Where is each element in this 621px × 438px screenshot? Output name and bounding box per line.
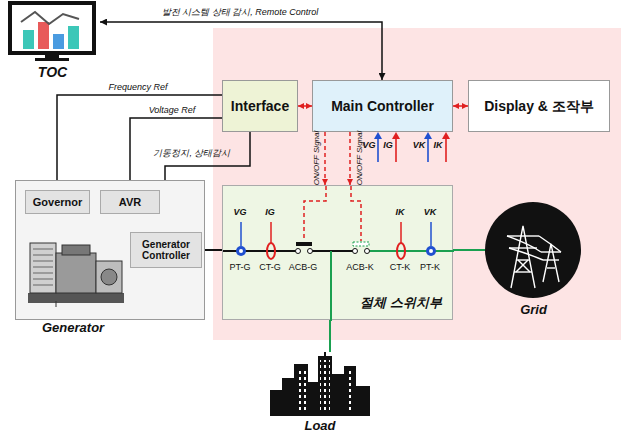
signal-name: VK — [413, 140, 426, 151]
controller-region — [213, 28, 621, 340]
node-label: Interface — [231, 98, 289, 114]
connector — [100, 22, 382, 80]
signal-name: IK — [434, 140, 443, 151]
node-label: Generator Controller — [131, 239, 201, 262]
generator-group: GovernorAVRGenerator ControllerGenerator — [15, 180, 205, 320]
process-box: Main Controller — [312, 80, 453, 132]
node-label: Main Controller — [331, 98, 434, 114]
signal-name: VG — [362, 140, 375, 151]
edge-label: ON/OFF Signal — [354, 131, 365, 186]
edge-label: 발전 시스템 상태 감시, Remote Control — [160, 7, 321, 18]
process-box: Display & 조작부 — [468, 80, 610, 132]
edge-label: 기동정지, 상태감시 — [153, 148, 230, 159]
node-label: AVR — [119, 196, 141, 209]
process-box: Generator Controller — [130, 232, 202, 268]
toc-monitor: TOC — [5, 0, 100, 80]
node-label: 절체 스위치부 — [360, 296, 442, 311]
connector — [329, 320, 331, 352]
process-box: Interface — [222, 80, 298, 132]
node-label: TOC — [5, 64, 100, 80]
process-box: Governor — [25, 190, 90, 214]
edge-label: ON/OFF Signal — [311, 131, 322, 186]
edge-label: Frequency Ref — [106, 82, 169, 93]
measurement-arrows — [374, 132, 450, 162]
node-label: Grid — [485, 303, 582, 318]
switch-group: 절체 스위치부 — [222, 185, 453, 320]
connector — [453, 105, 468, 107]
node-label: Display & 조작부 — [484, 98, 594, 114]
connector — [324, 132, 326, 185]
connector — [349, 132, 351, 185]
load-icon: Load — [268, 352, 372, 434]
connector — [57, 95, 222, 190]
grid-illustration — [485, 200, 582, 318]
node-label: Governor — [33, 196, 83, 209]
connector — [298, 105, 312, 107]
process-box: AVR — [100, 190, 160, 214]
grid-icon: Grid — [485, 200, 582, 318]
connector — [453, 249, 485, 251]
connector — [202, 249, 222, 251]
node-label: Generator — [42, 321, 104, 336]
city-illustration — [268, 352, 372, 416]
signal-name: IG — [383, 140, 393, 151]
edge-label: Voltage Ref — [147, 105, 198, 116]
node-label: Load — [268, 419, 372, 434]
